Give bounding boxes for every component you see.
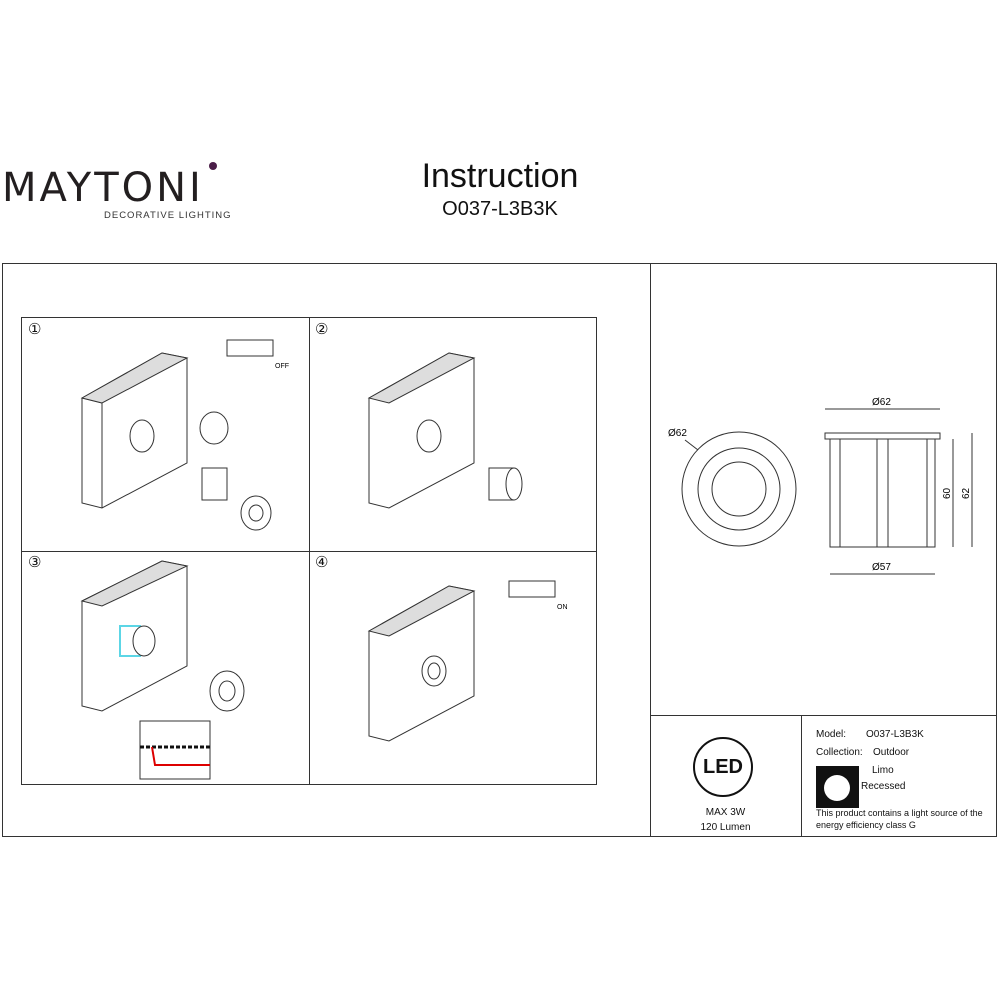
step-2: ② bbox=[309, 318, 596, 551]
led-badge: LED bbox=[693, 737, 753, 797]
brand-tagline: DECORATIVE LIGHTING bbox=[104, 210, 232, 221]
model-label: Model: bbox=[816, 729, 847, 740]
page-title: Instruction bbox=[421, 157, 579, 195]
step-4-illustration: ON bbox=[367, 580, 568, 742]
divider bbox=[801, 715, 802, 837]
body-height-label: 60 bbox=[942, 487, 953, 499]
installation-steps: ① OFF ② ③ bbox=[21, 317, 597, 785]
dimension-drawing: Ø62 Ø62 Ø57 60 62 bbox=[668, 397, 973, 575]
recessed-icon bbox=[816, 766, 859, 808]
step-3: ③ bbox=[22, 551, 309, 784]
step-number: ① bbox=[28, 320, 42, 338]
flange-diameter-label: Ø62 bbox=[872, 397, 891, 408]
step-1: ① OFF bbox=[22, 318, 309, 551]
step-number: ③ bbox=[28, 553, 42, 571]
lumen: 120 Lumen bbox=[700, 822, 751, 833]
collection-label: Collection: bbox=[816, 747, 863, 758]
step-number: ② bbox=[315, 320, 329, 338]
top-diameter-label: Ø62 bbox=[668, 428, 687, 439]
switch-label: ON bbox=[557, 604, 568, 611]
led-badge-text: LED bbox=[703, 756, 743, 778]
brand-name: MAYTONI bbox=[2, 165, 204, 211]
switch-icon bbox=[508, 580, 556, 598]
step-3-illustration bbox=[80, 560, 245, 780]
brand-logo: MAYTONI bbox=[0, 160, 240, 208]
step-1-illustration: OFF bbox=[80, 339, 289, 531]
step-2-illustration bbox=[367, 352, 523, 509]
energy-note: energy efficiency class G bbox=[816, 820, 916, 830]
max-power: MAX 3W bbox=[705, 807, 746, 818]
energy-note: This product contains a light source of … bbox=[816, 808, 983, 818]
body-diameter-label: Ø57 bbox=[872, 562, 891, 573]
series: Limo bbox=[872, 765, 894, 776]
wiring-diagram bbox=[139, 720, 211, 780]
step-4: ④ ON bbox=[309, 551, 596, 784]
total-height-label: 62 bbox=[961, 487, 972, 499]
mount-type: Recessed bbox=[861, 781, 906, 792]
divider bbox=[650, 263, 651, 837]
instruction-frame bbox=[2, 263, 997, 837]
divider bbox=[650, 715, 997, 716]
switch-icon bbox=[226, 339, 274, 357]
divider bbox=[22, 551, 596, 552]
step-number: ④ bbox=[315, 553, 329, 571]
switch-label: OFF bbox=[275, 363, 289, 370]
model-code: O037-L3B3K bbox=[442, 198, 558, 220]
collection-value: Outdoor bbox=[873, 747, 910, 758]
model-value: O037-L3B3K bbox=[866, 729, 924, 740]
logo-dot bbox=[209, 162, 217, 170]
